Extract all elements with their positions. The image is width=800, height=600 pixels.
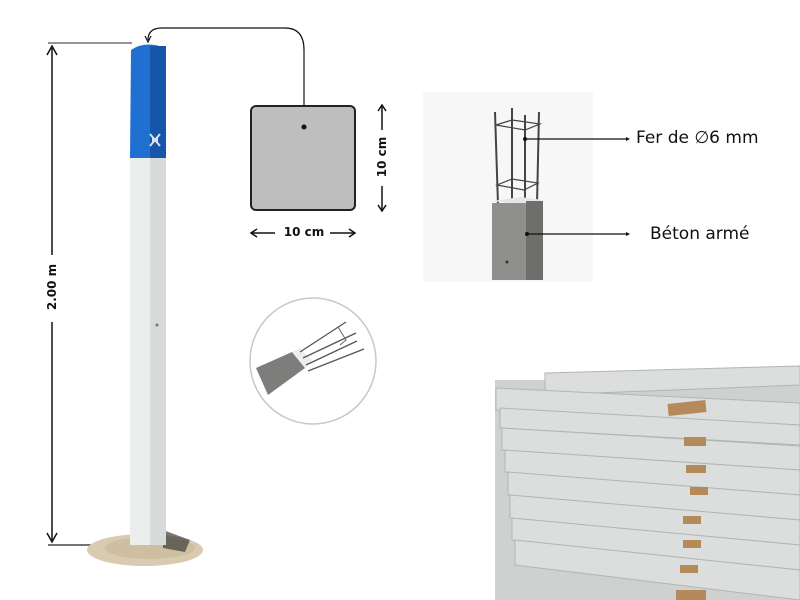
gravel-base bbox=[87, 530, 203, 566]
stacked-posts-photo bbox=[495, 365, 800, 600]
concrete-label: Béton armé bbox=[650, 224, 750, 244]
leader-line-concrete bbox=[525, 232, 630, 236]
rebar-detail-circle bbox=[249, 297, 377, 425]
leader-line-section bbox=[147, 27, 305, 126]
width-label: 10 cm bbox=[283, 225, 325, 239]
height-dimension bbox=[46, 42, 132, 546]
cross-section-square bbox=[250, 105, 356, 211]
rebar-cage-illustration bbox=[423, 92, 593, 282]
concrete-post bbox=[130, 44, 166, 545]
post-mark-icon bbox=[149, 133, 161, 147]
rebar-label: Fer de ∅6 mm bbox=[636, 128, 759, 148]
leader-line-rebar bbox=[523, 137, 630, 141]
height-label: 2.00 m bbox=[45, 263, 59, 311]
depth-dimension bbox=[377, 103, 387, 213]
width-dimension bbox=[249, 228, 357, 238]
depth-label: 10 cm bbox=[375, 136, 389, 178]
